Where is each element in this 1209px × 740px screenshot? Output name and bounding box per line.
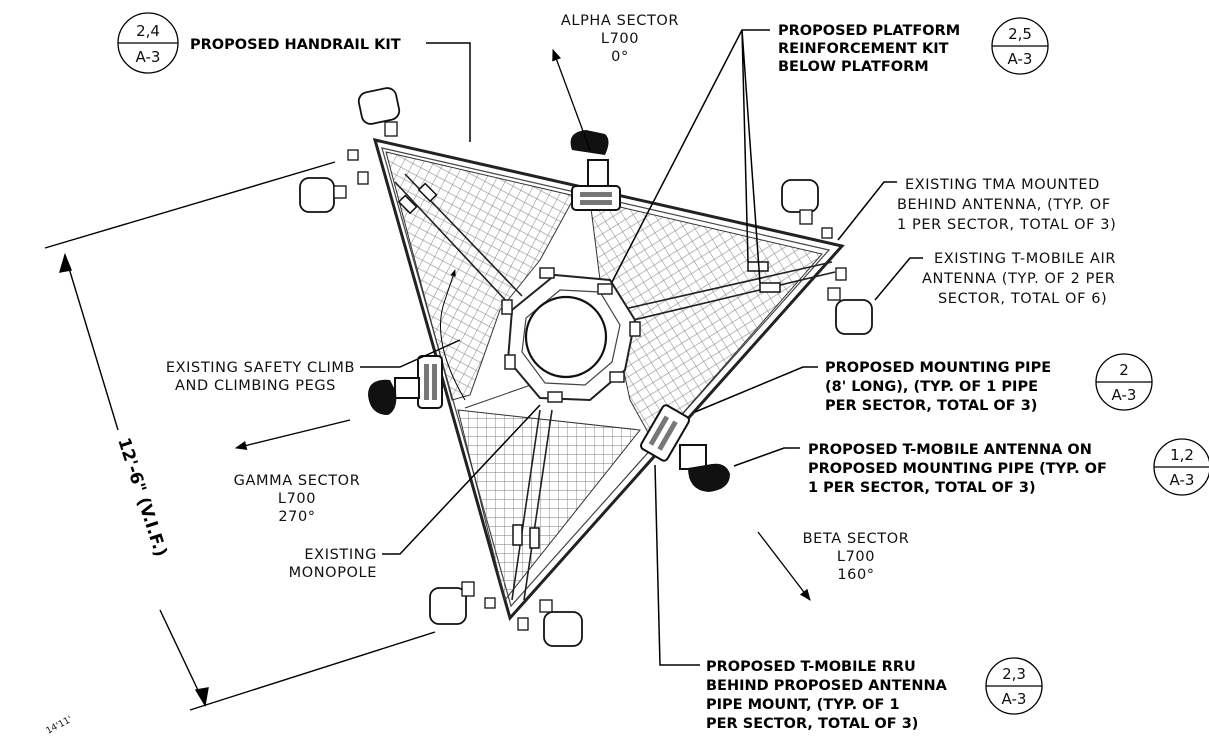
grating-panel-south bbox=[457, 409, 641, 602]
detail-bubble-rru: 2,3 A-3 bbox=[985, 657, 1043, 715]
callout-monopole: EXISTING MONOPOLE bbox=[289, 547, 377, 581]
beta-sector-azimuth: 160° bbox=[837, 567, 874, 583]
svg-text:SECTOR, TOTAL OF 6): SECTOR, TOTAL OF 6) bbox=[938, 291, 1107, 307]
air-antenna-ne-1 bbox=[781, 179, 819, 213]
svg-text:A-3: A-3 bbox=[1170, 471, 1195, 489]
beta-sector-band: L700 bbox=[837, 549, 875, 565]
callout-handrail: PROPOSED HANDRAIL KIT bbox=[190, 37, 401, 53]
reinforcement-brackets bbox=[397, 182, 781, 549]
alpha-sector-band: L700 bbox=[601, 31, 639, 47]
svg-text:A-3: A-3 bbox=[1112, 386, 1137, 404]
svg-text:AND CLIMBING PEGS: AND CLIMBING PEGS bbox=[175, 378, 336, 394]
monopole-circle bbox=[524, 295, 608, 379]
alpha-sector-label: ALPHA SECTOR L700 0° bbox=[561, 13, 679, 65]
sector-arrows bbox=[234, 48, 811, 601]
gamma-sector-name: GAMMA SECTOR bbox=[234, 473, 361, 489]
gamma-sector-label: GAMMA SECTOR L700 270° bbox=[234, 473, 361, 525]
leader-tma bbox=[837, 181, 897, 241]
beta-sector-arrow bbox=[757, 531, 811, 601]
monopole-collar bbox=[501, 267, 641, 403]
gamma-sector-band: L700 bbox=[278, 491, 316, 507]
leader-safety-climb-arc bbox=[440, 269, 466, 401]
svg-text:2,4: 2,4 bbox=[136, 22, 160, 40]
gamma-sector-azimuth: 270° bbox=[278, 509, 315, 525]
svg-text:1 PER SECTOR, TOTAL OF 3): 1 PER SECTOR, TOTAL OF 3) bbox=[808, 480, 1036, 496]
svg-text:(8' LONG), (TYP. OF 1 PIPE: (8' LONG), (TYP. OF 1 PIPE bbox=[825, 379, 1038, 395]
callout-new-antenna: PROPOSED T-MOBILE ANTENNA ON PROPOSED MO… bbox=[808, 442, 1107, 496]
beta-sector-label: BETA SECTOR L700 160° bbox=[803, 531, 910, 583]
air-antenna-mounts bbox=[333, 121, 847, 631]
svg-text:PROPOSED T-MOBILE ANTENNA ON: PROPOSED T-MOBILE ANTENNA ON bbox=[808, 442, 1092, 458]
air-antenna-nw-1 bbox=[357, 87, 401, 125]
alpha-sector-azimuth: 0° bbox=[611, 49, 629, 65]
leader-safety-climb bbox=[360, 339, 461, 368]
svg-text:A-3: A-3 bbox=[1002, 690, 1027, 708]
leader-air-antenna bbox=[874, 257, 923, 301]
beta-sector-name: BETA SECTOR bbox=[803, 531, 910, 547]
proposed-antenna-beta bbox=[639, 404, 730, 492]
detail-bubble-handrail: 2,4 A-3 bbox=[117, 12, 179, 74]
svg-text:1,2: 1,2 bbox=[1170, 446, 1194, 464]
svg-text:PER SECTOR, TOTAL OF 3): PER SECTOR, TOTAL OF 3) bbox=[825, 398, 1037, 414]
air-antenna-nw-2 bbox=[299, 177, 335, 213]
svg-text:REINFORCEMENT KIT: REINFORCEMENT KIT bbox=[778, 41, 949, 57]
leader-lines bbox=[360, 29, 923, 666]
platform bbox=[372, 137, 845, 622]
svg-text:EXISTING TMA MOUNTED: EXISTING TMA MOUNTED bbox=[905, 177, 1100, 193]
corner-note: 14'11' bbox=[45, 715, 74, 737]
svg-text:BEHIND ANTENNA, (TYP. OF: BEHIND ANTENNA, (TYP. OF bbox=[897, 197, 1111, 213]
svg-text:PROPOSED MOUNTING PIPE: PROPOSED MOUNTING PIPE bbox=[825, 360, 1051, 376]
air-antenna-s-2 bbox=[543, 611, 583, 647]
leader-handrail bbox=[426, 42, 471, 142]
svg-text:PROPOSED MOUNTING PIPE (TYP. O: PROPOSED MOUNTING PIPE (TYP. OF bbox=[808, 461, 1107, 477]
proposed-antenna-alpha bbox=[570, 130, 621, 211]
dimension-text: 12'-6" (V.I.F.) bbox=[113, 435, 170, 559]
svg-text:EXISTING: EXISTING bbox=[304, 547, 377, 563]
svg-text:2,5: 2,5 bbox=[1008, 25, 1032, 43]
svg-text:PROPOSED PLATFORM: PROPOSED PLATFORM bbox=[778, 23, 960, 39]
callout-safety-climb: EXISTING SAFETY CLIMB AND CLIMBING PEGS bbox=[166, 360, 355, 394]
svg-text:MONOPOLE: MONOPOLE bbox=[289, 565, 377, 581]
svg-text:EXISTING SAFETY CLIMB: EXISTING SAFETY CLIMB bbox=[166, 360, 355, 376]
alpha-sector-arrow bbox=[552, 48, 591, 151]
detail-bubble-platform-kit: 2,5 A-3 bbox=[991, 17, 1049, 75]
gamma-sector-arrow bbox=[234, 419, 351, 451]
svg-text:A-3: A-3 bbox=[136, 48, 161, 66]
leader-new-antenna bbox=[733, 447, 800, 467]
leader-monopole bbox=[382, 404, 541, 555]
air-antenna-s-1 bbox=[429, 587, 467, 625]
svg-text:A-3: A-3 bbox=[1008, 50, 1033, 68]
dimension-line bbox=[44, 161, 436, 711]
proposed-antenna-gamma bbox=[368, 355, 443, 415]
callout-platform-kit: PROPOSED PLATFORM REINFORCEMENT KIT BELO… bbox=[778, 23, 960, 75]
air-antenna-ne-2 bbox=[835, 299, 873, 335]
svg-text:PER SECTOR, TOTAL OF 3): PER SECTOR, TOTAL OF 3) bbox=[706, 716, 918, 732]
svg-text:1 PER SECTOR, TOTAL OF 3): 1 PER SECTOR, TOTAL OF 3) bbox=[897, 217, 1116, 233]
svg-text:ANTENNA (TYP. OF 2 PER: ANTENNA (TYP. OF 2 PER bbox=[922, 271, 1115, 287]
svg-text:2,3: 2,3 bbox=[1002, 665, 1026, 683]
proposed-antennas bbox=[368, 130, 730, 492]
svg-text:BEHIND PROPOSED ANTENNA: BEHIND PROPOSED ANTENNA bbox=[706, 678, 948, 694]
svg-text:BELOW PLATFORM: BELOW PLATFORM bbox=[778, 59, 929, 75]
callout-mounting-pipe: PROPOSED MOUNTING PIPE (8' LONG), (TYP. … bbox=[825, 360, 1051, 414]
detail-bubble-mounting-pipe: 2 A-3 bbox=[1095, 353, 1153, 411]
callout-rru: PROPOSED T-MOBILE RRU BEHIND PROPOSED AN… bbox=[706, 659, 948, 732]
callout-tma: EXISTING TMA MOUNTED BEHIND ANTENNA, (TY… bbox=[897, 177, 1116, 233]
leader-rru bbox=[654, 464, 700, 666]
svg-text:PROPOSED T-MOBILE RRU: PROPOSED T-MOBILE RRU bbox=[706, 659, 916, 675]
svg-text:2: 2 bbox=[1119, 361, 1129, 379]
alpha-sector-name: ALPHA SECTOR bbox=[561, 13, 679, 29]
callout-air-antenna: EXISTING T-MOBILE AIR ANTENNA (TYP. OF 2… bbox=[922, 251, 1116, 307]
leader-mounting-pipe bbox=[694, 366, 818, 413]
svg-text:PIPE MOUNT, (TYP. OF 1: PIPE MOUNT, (TYP. OF 1 bbox=[706, 697, 900, 713]
svg-text:EXISTING T-MOBILE AIR: EXISTING T-MOBILE AIR bbox=[934, 251, 1116, 267]
detail-bubble-new-antenna: 1,2 A-3 bbox=[1153, 438, 1209, 496]
